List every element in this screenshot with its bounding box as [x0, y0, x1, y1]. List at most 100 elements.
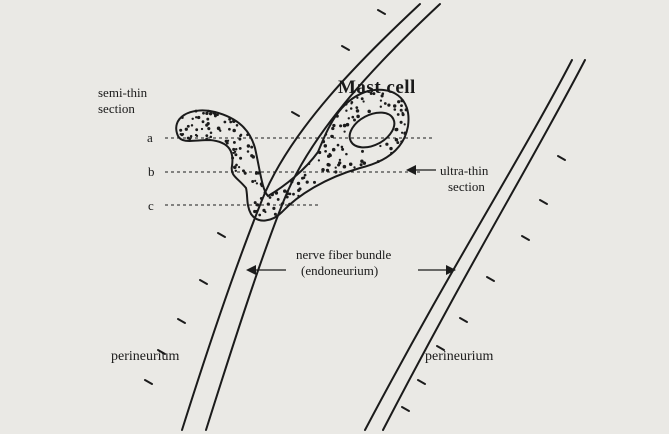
granule-dot [401, 132, 403, 134]
granule-dot [324, 144, 327, 147]
granule-dot [254, 180, 256, 182]
granule-dot [247, 150, 250, 153]
granule-dot [195, 134, 197, 136]
tick-mark [200, 280, 207, 284]
granule-dot [337, 144, 340, 147]
granule-dot [202, 112, 205, 115]
granule-dot [246, 133, 249, 136]
granule-dot [197, 116, 200, 119]
mast-cell-outline [176, 90, 408, 221]
granule-dot [318, 151, 321, 154]
granule-dot [235, 170, 237, 172]
granule-dot [239, 135, 242, 138]
tick-mark [540, 200, 547, 204]
granule-dot [297, 189, 300, 192]
granule-dot [250, 146, 253, 149]
granule-dot [353, 166, 355, 168]
tick-mark [558, 156, 565, 160]
granule-dot [379, 145, 381, 147]
nerve-bundle-label-line2: (endoneurium) [301, 263, 378, 278]
granule-dot [387, 104, 390, 107]
nerve-left-arrowhead [246, 265, 256, 275]
ultra-thin-arrow [406, 165, 436, 175]
granule-dot [405, 108, 408, 111]
granule-dot [348, 117, 350, 119]
granule-dot [377, 160, 380, 163]
tick-mark [522, 236, 529, 240]
granule-dot [202, 120, 205, 123]
granule-dot [400, 99, 403, 102]
tick-mark [178, 319, 185, 323]
granule-dot [239, 147, 242, 150]
granule-dot [326, 163, 330, 167]
granule-dot [397, 113, 400, 116]
perineurium-right-label: perineurium [425, 349, 494, 364]
granule-dot [286, 191, 289, 194]
granule-dot [187, 125, 190, 128]
tick-mark [378, 10, 385, 14]
granule-dot [337, 163, 340, 166]
level-a-label: a [147, 130, 153, 145]
granule-dot [336, 114, 339, 117]
granule-dot [290, 180, 293, 183]
granule-dot [264, 211, 266, 213]
tick-mark [145, 380, 152, 384]
granule-dot [255, 172, 258, 175]
granule-dot [297, 182, 300, 185]
granule-dot [341, 146, 344, 149]
granule-dot [360, 159, 363, 162]
granule-dot [306, 181, 309, 184]
granule-dot [195, 128, 198, 131]
granule-dot [272, 207, 275, 210]
granule-dot [247, 144, 250, 147]
granule-dot [393, 108, 396, 111]
granule-dot [252, 155, 255, 158]
granule-dot [190, 135, 193, 138]
granule-dot [350, 107, 353, 110]
granule-dot [339, 124, 342, 127]
granule-dot [217, 127, 221, 131]
granule-dot [179, 129, 182, 132]
granule-dot [239, 157, 242, 160]
granule-dot [362, 100, 364, 102]
granule-dot [210, 131, 213, 134]
left-wall-inner-line [206, 4, 440, 430]
tick-mark [342, 46, 349, 50]
granule-dot [400, 121, 403, 124]
granule-dot [228, 128, 231, 131]
granule-dot [275, 191, 278, 194]
granule-dot [260, 197, 263, 200]
granule-dot [207, 127, 210, 130]
granule-dot [232, 129, 236, 133]
granule-dot [277, 198, 280, 201]
granule-dot [318, 159, 320, 161]
granule-dot [251, 180, 254, 183]
granule-dot [233, 152, 235, 154]
granule-dot [393, 104, 396, 107]
granule-dot [390, 152, 392, 154]
granule-dot [331, 127, 334, 130]
tick-mark [292, 112, 299, 116]
nerve-bundle-label-line1: nerve fiber bundle [296, 247, 392, 262]
granule-dot [343, 165, 347, 169]
granule-dot [206, 118, 209, 121]
granule-dot [356, 109, 360, 113]
granule-dot [274, 213, 277, 216]
granule-dot [321, 168, 325, 172]
granule-dot [313, 181, 316, 184]
level-c-label: c [148, 198, 154, 213]
granule-dot [195, 110, 198, 113]
granule-dot [389, 147, 392, 150]
granule-dot [212, 111, 215, 114]
granule-dot [231, 157, 234, 160]
granule-dot [201, 128, 203, 130]
granule-dot [229, 121, 232, 124]
granule-dot [292, 193, 295, 196]
ultra-thin-label-line2: section [448, 179, 485, 194]
granule-dot [195, 116, 197, 118]
granule-dot [181, 116, 184, 119]
granule-dot [394, 128, 397, 131]
granule-dot [224, 121, 227, 124]
